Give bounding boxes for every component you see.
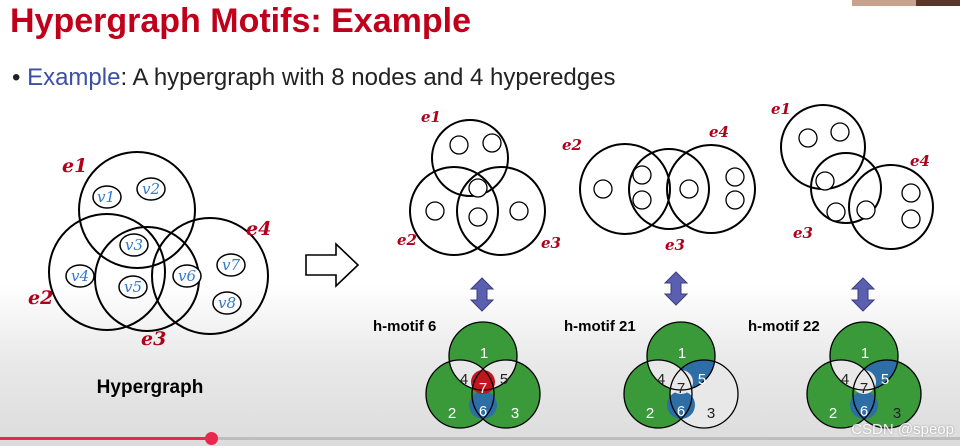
projection-2 [579,143,756,235]
video-scrubber-handle[interactable] [205,432,219,445]
m21-region-6: 6 [677,403,685,420]
bullet-keyword: Example [27,64,121,91]
projection-1 [409,119,546,256]
proj2-label-e3: e3 [665,236,685,254]
motif-label-6: h-motif 6 [373,318,436,335]
m6-region-7: 7 [479,380,487,397]
double-arrow-icon [663,271,689,306]
m6-region-4: 4 [460,371,468,388]
m21-region-1: 1 [678,345,686,362]
node-label-v8: v8 [218,294,236,312]
node-v4 [65,264,95,288]
m6-region-3: 3 [511,405,519,422]
node-v7 [216,253,246,277]
node-label-v7: v7 [222,256,240,274]
node-label-v1: v1 [97,188,115,206]
hyperedge-e2 [48,213,166,331]
node-v6 [172,264,202,288]
node-v2 [136,177,166,201]
node-label-v3: v3 [125,236,143,254]
edge-label-e2: e2 [28,287,53,309]
proj1-label-e1: e1 [421,108,441,126]
proj2-label-e4: e4 [709,123,729,141]
proj1-label-e2: e2 [397,231,417,249]
m22-region-2: 2 [829,405,837,422]
double-arrow-icon [469,277,495,312]
motif-venn-6 [425,321,541,429]
proj1-label-e3: e3 [541,234,561,252]
node-v3 [119,233,149,257]
m21-region-5: 5 [698,371,706,388]
m6-region-1: 1 [480,345,488,362]
m21-region-3: 3 [707,405,715,422]
proj2-label-e2: e2 [562,136,582,154]
bullet-marker: • [12,64,21,91]
node-label-v5: v5 [124,278,142,296]
double-arrow-icon [850,277,876,312]
m21-region-2: 2 [646,405,654,422]
proj3-label-e1: e1 [771,100,791,118]
slide-title: Hypergraph Motifs: Example [10,2,471,40]
watermark: CSDN @speop [851,421,954,438]
video-progress-bar[interactable] [0,432,960,445]
m22-region-1: 1 [861,345,869,362]
proj3-label-e4: e4 [910,152,930,170]
edge-label-e3: e3 [141,328,166,350]
edge-label-e4: e4 [246,218,271,240]
proj3-label-e3: e3 [793,224,813,242]
m22-region-7: 7 [860,380,868,397]
edge-label-e1: e1 [62,155,87,177]
m21-region-4: 4 [657,371,665,388]
node-v1 [92,185,122,209]
m21-region-7: 7 [677,380,685,397]
m22-region-5: 5 [881,371,889,388]
motif-venn-21 [623,321,739,429]
node-label-v2: v2 [142,180,160,198]
speaker-thumbnail [852,0,960,6]
m6-region-2: 2 [448,405,456,422]
motif-label-21: h-motif 21 [564,318,636,335]
bullet-text: : A hypergraph with 8 nodes and 4 hypere… [120,64,616,91]
projection-3 [780,104,934,250]
node-label-v6: v6 [178,267,196,285]
motif-label-22: h-motif 22 [748,318,820,335]
m22-region-3: 3 [893,405,901,422]
node-v8 [212,291,242,315]
m6-region-6: 6 [479,403,487,420]
node-v5 [118,275,148,299]
outline-right-arrow [305,242,360,288]
hyperedge-e1 [78,151,196,269]
hyperedge-e4 [151,217,269,335]
motif-venn-22 [806,321,922,429]
m22-region-4: 4 [841,371,849,388]
m6-region-5: 5 [500,371,508,388]
bullet-point: • Example: A hypergraph with 8 nodes and… [12,64,615,92]
hypergraph-caption: Hypergraph [97,377,204,398]
hypergraph-nodes [65,177,246,315]
node-label-v4: v4 [71,267,89,285]
m22-region-6: 6 [860,403,868,420]
video-progress-fill [0,437,212,440]
